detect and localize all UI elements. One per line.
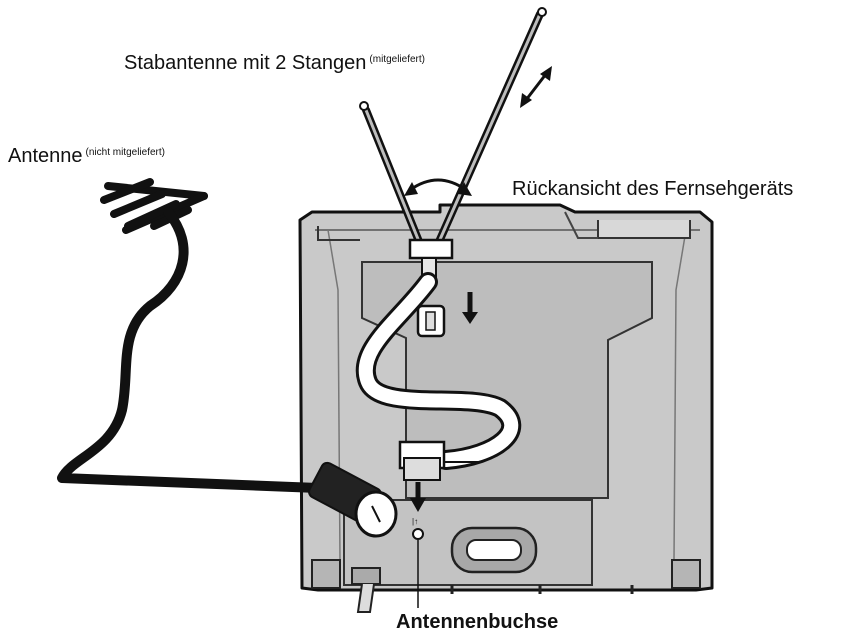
- svg-text:|↑: |↑: [412, 517, 418, 526]
- coax-plug: [308, 461, 398, 538]
- antenna-jack-label: Antennenbuchse: [396, 611, 559, 633]
- rod-antenna-label-text: Stabantenne mit 2 Stangen: [124, 52, 367, 74]
- rod-antenna-note: (mitgeliefert): [369, 53, 425, 65]
- external-antenna-note: (nicht mitgeliefert): [85, 146, 165, 158]
- tv-back-label: Rückansicht des Fernsehgeräts: [512, 178, 794, 200]
- antenna-jack-arrow-icon: [410, 482, 426, 512]
- rotate-arrow-icon: [409, 178, 467, 192]
- rod-antenna-label: Stabantenne mit 2 Stangen(mitgeliefert): [124, 52, 425, 75]
- external-antenna-cable: [57, 207, 323, 493]
- extend-arrow-icon: [524, 73, 548, 101]
- power-cord: [351, 567, 381, 613]
- external-antenna-label: Antenne(nicht mitgeliefert): [8, 145, 165, 168]
- rod-antenna-ribbon-cable: [355, 272, 522, 470]
- cable-clip: [416, 292, 478, 338]
- tv-rear-handle: [450, 526, 538, 574]
- external-antenna-label-text: Antenne: [8, 145, 83, 167]
- tv-feet: [311, 559, 701, 594]
- antenna-adapter: [398, 440, 482, 481]
- external-yagi-antenna: [100, 178, 208, 234]
- antenna-jack: |↑: [412, 517, 424, 608]
